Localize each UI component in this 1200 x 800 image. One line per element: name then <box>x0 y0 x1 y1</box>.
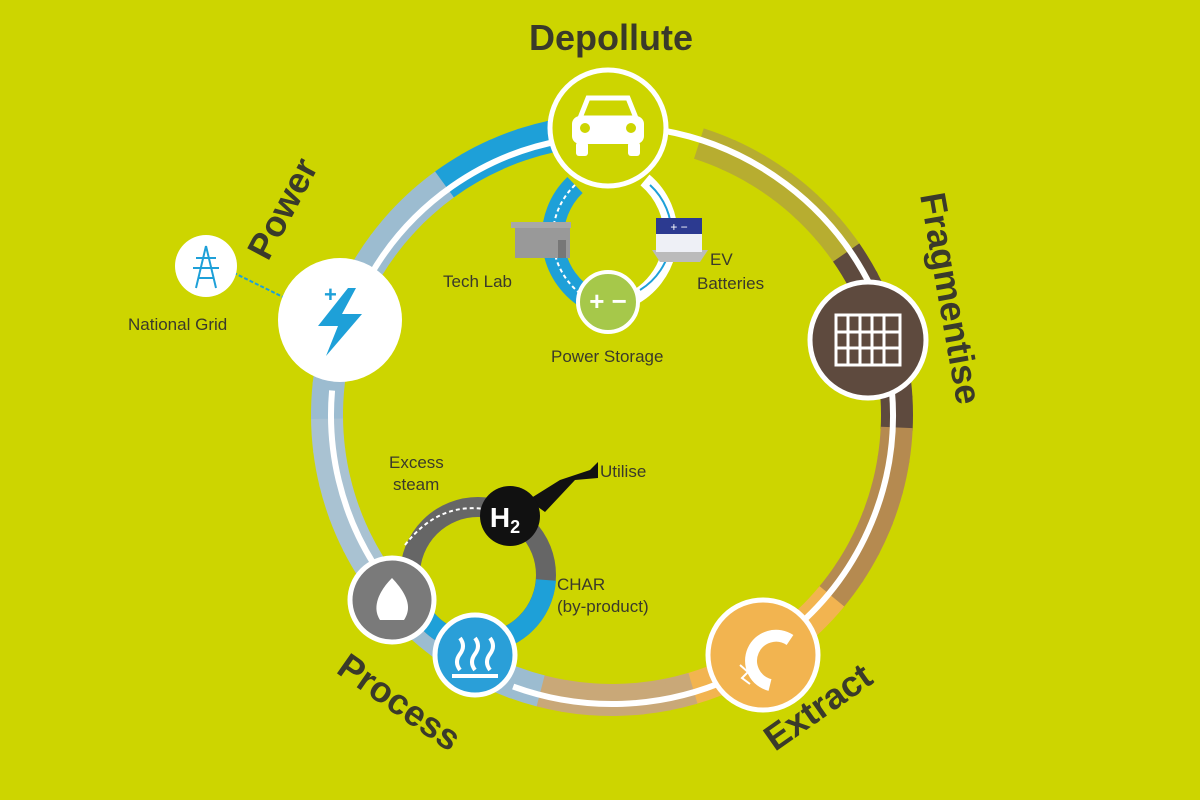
fuel-nozzle-icon <box>528 462 598 512</box>
power-title: Power <box>239 151 326 266</box>
shredder-icon <box>834 313 902 367</box>
lightning-icon <box>318 288 362 356</box>
car-icon <box>572 95 644 156</box>
by-product-label: (by-product) <box>557 597 649 616</box>
power-storage-label: Power Storage <box>551 347 663 366</box>
process-heat-node <box>432 612 518 698</box>
flow-arrow-line <box>512 676 731 707</box>
grid-node <box>175 235 237 297</box>
flow-arrow-line <box>367 137 565 278</box>
tech-lab-label: Tech Lab <box>443 272 512 291</box>
fragmentise-title: Fragmentise <box>912 189 990 407</box>
ring-segment <box>614 682 645 716</box>
ring-segment <box>587 683 618 716</box>
depollute-title: Depollute <box>529 17 693 58</box>
spark-icon <box>739 664 751 685</box>
steam-zigzag <box>404 507 491 546</box>
char-label: CHAR <box>557 575 605 594</box>
svg-text:+ −: + − <box>670 220 687 234</box>
ring-segment <box>880 395 913 431</box>
process-burn-node <box>347 555 437 645</box>
pylon-icon <box>193 245 219 289</box>
flow-arrow-line <box>661 127 875 290</box>
power-storage-node <box>576 270 640 334</box>
building-icon <box>511 222 571 258</box>
ev-loop: + − + − Tech Lab EV Batteries Power Stor… <box>443 174 764 366</box>
heat-icon <box>452 636 498 678</box>
grid-link <box>227 269 286 299</box>
ev-label: EV <box>710 250 733 269</box>
national-grid-label: National Grid <box>128 315 227 334</box>
battery-icon: + − <box>652 218 708 262</box>
fragmentise-node <box>807 279 929 401</box>
magnet-icon <box>745 629 794 691</box>
depollute-node <box>547 67 669 189</box>
national-grid: National Grid <box>128 235 286 334</box>
plus-minus-icon: + − <box>589 286 627 316</box>
plus-icon: + <box>324 282 337 307</box>
excess-label: Excess <box>389 453 444 472</box>
power-node: + <box>278 258 402 382</box>
batteries-label: Batteries <box>697 274 764 293</box>
flow-arrow-line <box>328 390 377 566</box>
steam-label: steam <box>393 475 439 494</box>
flame-icon <box>376 578 408 620</box>
h2-label: H2 <box>490 502 520 537</box>
utilise-label: Utilise <box>600 462 646 481</box>
h2-node <box>480 486 540 546</box>
flow-arrow-line <box>790 390 896 633</box>
extract-node <box>705 597 821 713</box>
